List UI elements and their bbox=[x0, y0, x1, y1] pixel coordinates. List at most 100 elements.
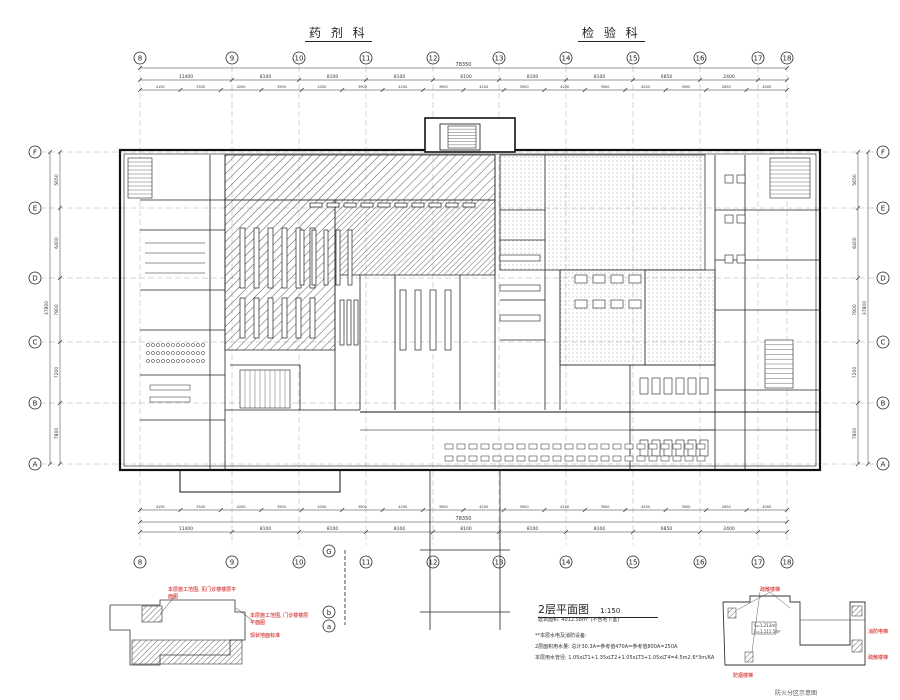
dimension-label: 8100 bbox=[394, 74, 406, 80]
shelf-rack bbox=[309, 297, 316, 339]
shelf-rack bbox=[239, 227, 246, 289]
col-axis-bubble: 10 bbox=[292, 51, 306, 65]
seat bbox=[191, 343, 195, 347]
canopy-marker-g: G bbox=[326, 548, 331, 556]
dimension-label: 4200 bbox=[318, 505, 327, 509]
lab-equipment bbox=[724, 174, 734, 184]
waiting-seat bbox=[444, 443, 454, 450]
col-axis-bubble: 16 bbox=[693, 555, 707, 569]
lab-bench bbox=[628, 299, 642, 309]
shelf-rack bbox=[239, 297, 246, 339]
col-axis-bubble: 13 bbox=[492, 51, 506, 65]
seat bbox=[146, 359, 150, 363]
dimension-label: 2850 bbox=[722, 505, 731, 509]
seat bbox=[171, 359, 175, 363]
waiting-seat bbox=[696, 455, 706, 462]
shelf-rack bbox=[377, 202, 391, 208]
lab-bench bbox=[592, 274, 606, 284]
waiting-seat bbox=[576, 455, 586, 462]
col-axis-label: 13 bbox=[495, 55, 504, 63]
col-axis-bubble: 16 bbox=[693, 51, 707, 65]
seat bbox=[176, 343, 180, 347]
seat bbox=[151, 343, 155, 347]
left-room-seating bbox=[145, 242, 205, 403]
col-axis-label: 17 bbox=[754, 559, 763, 567]
col-axis-label: 11 bbox=[362, 559, 371, 567]
dimension-label: 78350 bbox=[456, 516, 472, 522]
dimension-label: 4200 bbox=[560, 85, 569, 89]
dimension-label: 3900 bbox=[601, 85, 610, 89]
lab-cubicle bbox=[675, 377, 685, 395]
col-axis-label: 9 bbox=[230, 559, 234, 567]
seat bbox=[196, 343, 200, 347]
row-axis-label: F bbox=[33, 149, 37, 157]
lab-equipment bbox=[736, 214, 746, 224]
shelf-rack bbox=[428, 202, 442, 208]
lab-dotted-zone-2 bbox=[644, 269, 716, 366]
row-axis-label: C bbox=[881, 339, 886, 347]
lab-bench bbox=[592, 299, 606, 309]
row-axis-label: B bbox=[881, 400, 886, 408]
shelf-rack bbox=[281, 227, 288, 289]
waiting-seat bbox=[588, 455, 598, 462]
waiting-seat bbox=[504, 443, 514, 450]
dimension-label: 8100 bbox=[594, 526, 606, 532]
dimension-label: 2850 bbox=[722, 85, 731, 89]
waiting-seat bbox=[468, 455, 478, 462]
seat bbox=[191, 351, 195, 355]
dimension-label: 37800 bbox=[44, 301, 50, 315]
col-axis-label: 9 bbox=[230, 55, 234, 63]
col-axis-bubble: 8 bbox=[133, 51, 147, 65]
dimension-label: 7800 bbox=[852, 428, 858, 440]
lab-cubicle bbox=[699, 377, 709, 395]
col-axis-label: 15 bbox=[629, 55, 638, 63]
col-axis-bubble: 17 bbox=[751, 51, 765, 65]
row-axis-label: C bbox=[33, 339, 38, 347]
dimension-label: 3900 bbox=[681, 505, 690, 509]
shelf-rack bbox=[311, 229, 317, 286]
row-axis-label: D bbox=[32, 275, 37, 283]
dimension-label: 8100 bbox=[594, 74, 606, 80]
row-axis-bubble: B bbox=[28, 396, 42, 410]
seat bbox=[161, 359, 165, 363]
col-axis-label: 18 bbox=[783, 55, 792, 63]
seat bbox=[151, 351, 155, 355]
dimension-label: 3900 bbox=[358, 505, 367, 509]
lab-cubicle bbox=[663, 377, 673, 395]
dimension-label: 5650 bbox=[852, 174, 858, 186]
row-axis-label: D bbox=[880, 275, 885, 283]
lab-bench bbox=[610, 274, 624, 284]
lab-bench bbox=[574, 299, 588, 309]
row-axis-label: A bbox=[881, 461, 886, 469]
row-axis-bubble: C bbox=[876, 335, 890, 349]
waiting-seat bbox=[552, 455, 562, 462]
dimension-label: 6850 bbox=[661, 74, 673, 80]
col-axis-label: 13 bbox=[495, 559, 504, 567]
seat bbox=[186, 359, 190, 363]
col-axis-label: 10 bbox=[295, 559, 304, 567]
waiting-seat bbox=[528, 443, 538, 450]
dimension-label: 8100 bbox=[460, 526, 472, 532]
col-axis-bubble: 17 bbox=[751, 555, 765, 569]
dimension-label: 6400 bbox=[54, 237, 60, 249]
col-axis-bubble: 12 bbox=[426, 555, 440, 569]
row-axis-bubble: E bbox=[876, 201, 890, 215]
waiting-seat bbox=[624, 455, 634, 462]
canopy-marker-a: a bbox=[327, 623, 331, 631]
shelf-rack bbox=[414, 289, 422, 351]
row-axis-label: A bbox=[33, 461, 38, 469]
waiting-seat bbox=[636, 455, 646, 462]
seat bbox=[171, 343, 175, 347]
shelf-rack bbox=[267, 297, 274, 339]
col-axis-label: 12 bbox=[429, 55, 438, 63]
col-axis-label: 15 bbox=[629, 559, 638, 567]
seat bbox=[191, 359, 195, 363]
pharmacy-lower-zone bbox=[334, 199, 496, 276]
waiting-seat bbox=[456, 455, 466, 462]
dimension-label: 3900 bbox=[358, 85, 367, 89]
dimension-label: 3300 bbox=[196, 85, 205, 89]
seat bbox=[176, 351, 180, 355]
shelf-rack bbox=[267, 227, 274, 289]
seat bbox=[196, 351, 200, 355]
